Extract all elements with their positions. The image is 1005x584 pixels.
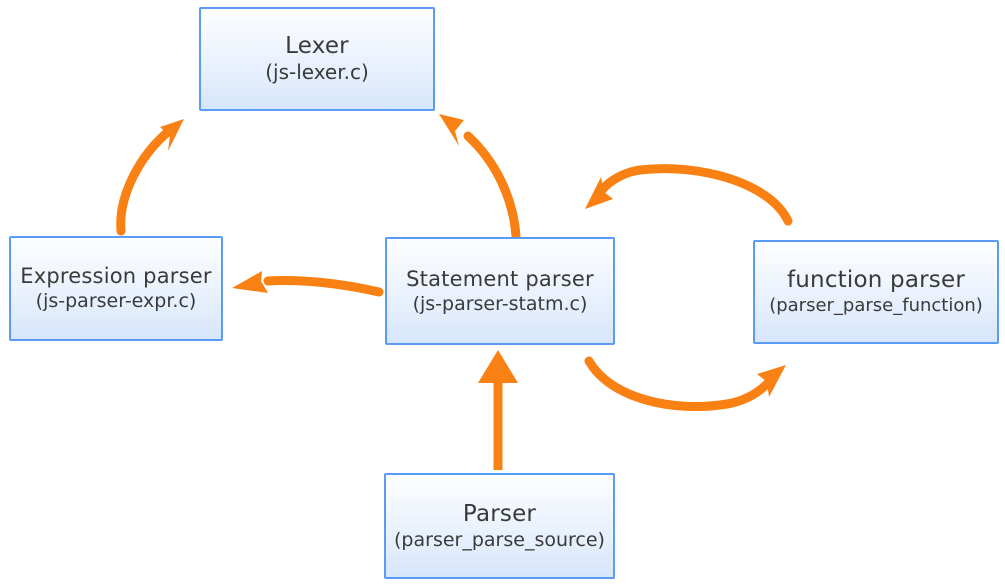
node-statement-parser[interactable]: Statement parser (js-parser-statm.c) <box>385 237 615 345</box>
node-lexer-subtitle: (js-lexer.c) <box>265 60 369 85</box>
edge-expression-to-lexer <box>116 119 184 236</box>
edge-statement-to-lexer <box>439 114 521 241</box>
node-function-parser[interactable]: function parser (parser_parse_function) <box>753 240 999 344</box>
edge-parser-to-statement <box>478 350 518 470</box>
node-function-parser-subtitle: (parser_parse_function) <box>769 295 983 317</box>
edge-statement-to-function <box>584 356 786 411</box>
edge-statement-to-expression <box>232 271 384 297</box>
node-statement-parser-title: Statement parser <box>406 266 594 291</box>
edge-function-to-statement <box>585 164 793 226</box>
node-parser-subtitle: (parser_parse_source) <box>394 528 605 551</box>
node-parser-title: Parser <box>462 500 537 527</box>
node-expression-parser-subtitle: (js-parser-expr.c) <box>35 290 197 313</box>
node-function-parser-title: function parser <box>786 267 965 294</box>
node-expression-parser-title: Expression parser <box>20 264 212 289</box>
node-parser[interactable]: Parser (parser_parse_source) <box>384 473 615 579</box>
node-lexer[interactable]: Lexer (js-lexer.c) <box>199 7 435 111</box>
node-lexer-title: Lexer <box>285 33 349 60</box>
node-expression-parser[interactable]: Expression parser (js-parser-expr.c) <box>9 236 223 341</box>
node-statement-parser-subtitle: (js-parser-statm.c) <box>412 292 588 315</box>
